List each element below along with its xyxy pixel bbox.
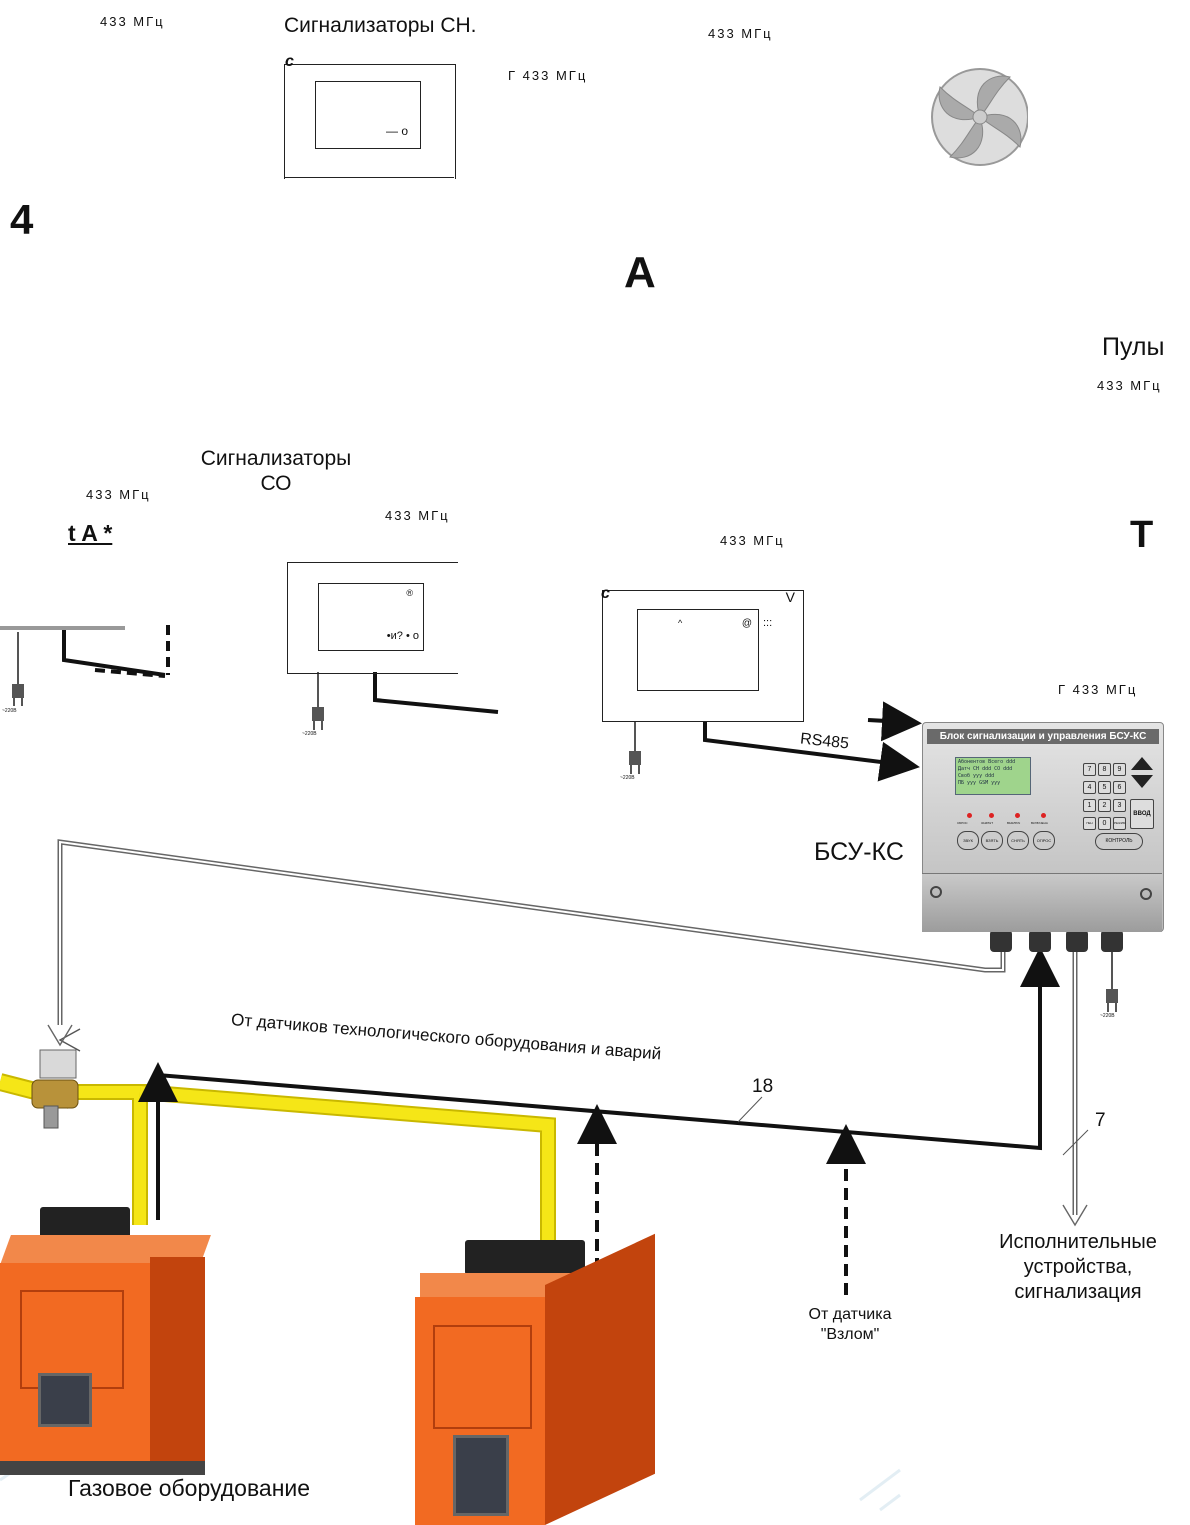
led-indicator	[967, 813, 972, 818]
boiler-door	[433, 1325, 532, 1429]
panel-lcd: Абонентов Всего ddd Датч CH ddd CO ddd С…	[955, 757, 1031, 795]
lcd-line: Своб yyy ddd	[958, 773, 995, 779]
console-screen: ^ @	[637, 609, 759, 691]
led-label: СБРОС	[957, 821, 968, 825]
glyph-c: c	[285, 53, 294, 70]
arrow-up-icon[interactable]	[1131, 757, 1153, 770]
boiler-right	[415, 1233, 715, 1525]
co-sensors-label: Сигнализаторы СО	[200, 447, 352, 495]
arm-button[interactable]: ВЗЯТЬ	[981, 831, 1003, 850]
gas-equipment-label: Газовое оборудование	[68, 1475, 311, 1501]
glyph-v: V	[785, 589, 795, 605]
led-label: ВКЛЮЧЕНА	[1031, 821, 1048, 825]
sound-button[interactable]: ЗВУК	[957, 831, 979, 850]
freq-label: 433 МГц	[708, 26, 773, 41]
power-plug-2	[312, 672, 324, 730]
freq-label: Г 433 МГц	[1058, 682, 1138, 697]
boiler-window	[38, 1373, 92, 1427]
panel-housing	[922, 873, 1162, 932]
boiler-window	[453, 1435, 509, 1516]
boiler-burner	[40, 1207, 130, 1239]
panel-title: Блок сигнализации и управления БСУ-КС	[927, 729, 1159, 744]
glyph-4: 4	[10, 196, 34, 243]
arrow-down-icon[interactable]	[1131, 775, 1153, 788]
led-label: ВЫКЛЮЧ	[1007, 821, 1021, 825]
led-label: ЗАКРЫТ	[981, 821, 994, 825]
glyph-a: A	[624, 248, 656, 297]
glyph-dash-o: — o	[385, 124, 408, 138]
breakin-sensor-label: От датчика "Взлом"	[808, 1306, 892, 1343]
glyph-at: @	[741, 618, 752, 629]
power-plug-1	[12, 632, 24, 706]
poll-button[interactable]: ОПРОС	[1033, 831, 1055, 850]
led-indicator	[989, 813, 994, 818]
freq-label: 433 МГц	[385, 508, 450, 523]
key-mode[interactable]: РЕЖИМ	[1113, 817, 1126, 830]
cable-glands	[990, 930, 1123, 952]
co-sensor-screen: ® •и? • o	[318, 583, 424, 651]
fan-icon	[931, 67, 1042, 167]
enter-button[interactable]: ВВОД	[1130, 799, 1154, 829]
power-plug-4	[1106, 945, 1118, 1012]
freq-label: 433 МГц	[720, 533, 785, 548]
key-2[interactable]: 2	[1098, 799, 1111, 812]
disarm-button[interactable]: СНЯТЬ	[1007, 831, 1029, 850]
freq-label: Г 433 МГц	[508, 68, 588, 83]
key-7[interactable]: 7	[1083, 763, 1096, 776]
key-pen[interactable]: ПЕН	[1083, 817, 1096, 830]
key-4[interactable]: 4	[1083, 781, 1096, 794]
key-9[interactable]: 9	[1113, 763, 1126, 776]
power-plug-3	[629, 722, 641, 774]
power-label: ~220В	[302, 731, 317, 737]
key-3[interactable]: 3	[1113, 799, 1126, 812]
key-6[interactable]: 6	[1113, 781, 1126, 794]
control-button[interactable]: КОНТРОЛЬ	[1095, 833, 1143, 850]
key-1[interactable]: 1	[1083, 799, 1096, 812]
glyph-reg: ®	[406, 588, 413, 598]
led-indicator	[1041, 813, 1046, 818]
ch-sensor-screen: — o	[315, 81, 421, 149]
power-label: ~220В	[2, 708, 17, 714]
co-sensor-box: ® •и? • o	[287, 562, 458, 674]
bsu-name-label: БСУ-КС	[814, 838, 904, 866]
glyph-t: T	[1130, 514, 1154, 556]
boiler-burner	[465, 1240, 585, 1275]
gas-valve	[31, 1049, 79, 1129]
glyph-c: c	[601, 585, 610, 602]
console-box: c V ^ @ :::	[601, 585, 804, 722]
ch-sensor-box: c — o	[284, 53, 456, 179]
screw-icon	[1140, 888, 1152, 900]
key-8[interactable]: 8	[1098, 763, 1111, 776]
remotes-label: Пулы	[1102, 333, 1165, 361]
led-indicator	[1015, 813, 1020, 818]
wire-count-7: 7	[1095, 1110, 1106, 1131]
freq-label: 433 МГц	[100, 14, 165, 29]
ch-sensors-label: Сигнализаторы СН.	[284, 14, 477, 37]
actuators-label: Исполнительные устройства, сигнализация	[999, 1231, 1157, 1303]
glyph-t-a: t A *	[68, 520, 113, 546]
lcd-line: ПБ yyy GSM yyy	[958, 780, 1001, 786]
glyph-dots: :::	[763, 617, 773, 629]
freq-label: 433 МГц	[1097, 378, 1162, 393]
bsu-control-panel: Блок сигнализации и управления БСУ-КС Аб…	[922, 722, 1164, 932]
key-0[interactable]: 0	[1098, 817, 1111, 830]
power-label: ~220В	[1100, 1013, 1115, 1019]
lcd-line: Абонентов Всего ddd	[958, 759, 1016, 765]
key-5[interactable]: 5	[1098, 781, 1111, 794]
screw-icon	[930, 886, 942, 898]
freq-label: 433 МГц	[86, 487, 151, 502]
glyph-caret: ^	[678, 618, 683, 628]
power-label: ~220В	[620, 775, 635, 781]
lcd-line: Датч CH ddd CO ddd	[958, 766, 1013, 772]
wire-count-18: 18	[752, 1076, 774, 1097]
glyph-wq: •и? • o	[386, 630, 419, 642]
boiler-left	[0, 1207, 211, 1475]
